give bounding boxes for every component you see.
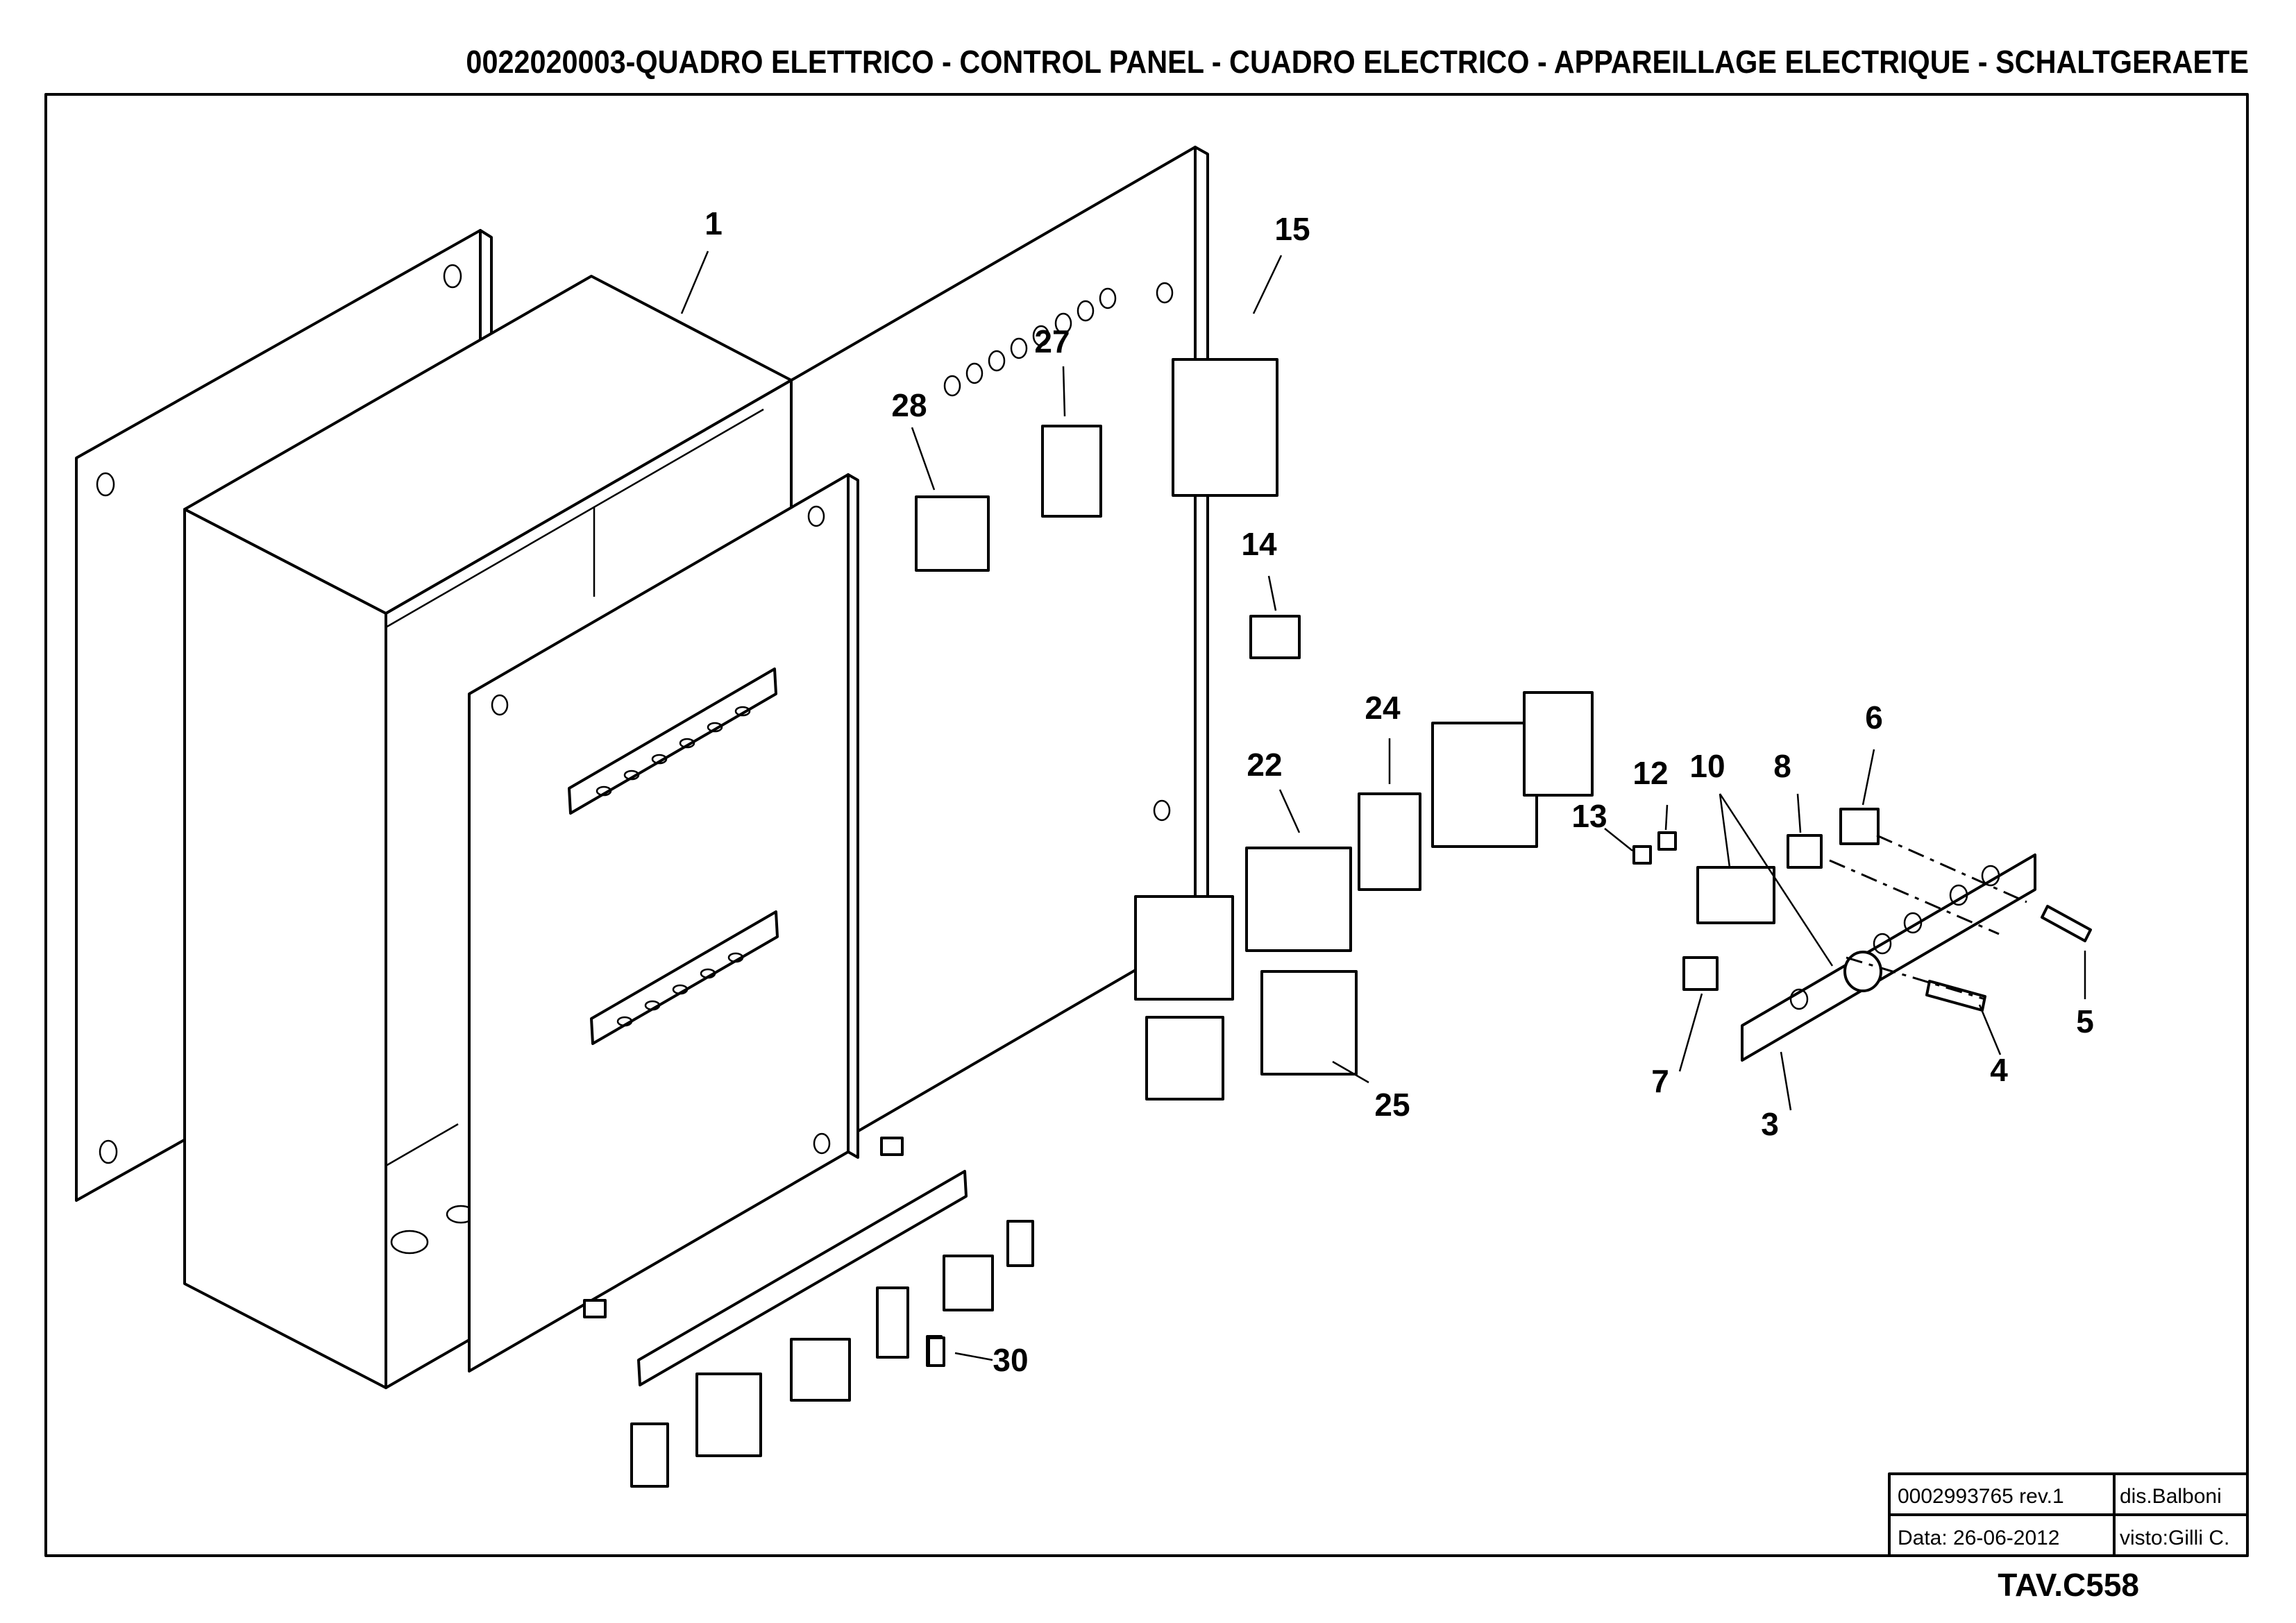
din-rail-bottom [637,1170,968,1386]
callout-5: 5 [2076,1003,2094,1039]
callout-28: 28 [891,387,927,423]
front-panel [468,473,859,1373]
overload-relay-25 [1260,970,1358,1076]
drawn-by: dis.Balboni [2120,1485,2222,1508]
assembly-axes [1829,834,2027,1001]
callout-3: 3 [1761,1106,1779,1142]
selector-switch-10 [1696,866,1775,924]
callout-22: 22 [1247,747,1282,783]
toggle-switch-8 [1787,834,1823,869]
pin-5 [2041,905,2092,942]
callout-7: 7 [1651,1063,1669,1099]
callout-13: 13 [1571,798,1607,834]
leader-lines [680,250,2086,1361]
callout-30: 30 [993,1342,1028,1378]
callout-24: 24 [1365,690,1401,726]
relay-28 [915,495,990,572]
callout-14: 14 [1241,526,1277,562]
checked-by: visto:Gilli C. [2120,1527,2229,1549]
toggle-switch-7 [1682,956,1719,991]
breaker-24 [1358,792,1421,891]
callout-1: 1 [704,205,723,241]
drawing-number: 0002993765 rev.1 [1898,1485,2064,1508]
contactor-group [1431,691,1594,848]
drawing-frame [44,93,2249,1557]
callout-6: 6 [1865,699,1883,736]
small-parts-12-13 [1632,831,1677,865]
circuit-breaker-27 [1041,425,1102,518]
callout-15: 15 [1274,211,1310,247]
fuse-30 [927,1336,945,1367]
callout-10: 10 [1689,748,1725,784]
overload-relay-left [1145,1016,1224,1101]
callout-4: 4 [1990,1052,2008,1088]
contactor-22 [1245,847,1352,952]
contactor-lower [1134,895,1234,1001]
terminal-board-15 [1172,358,1278,497]
drawing-title: 0022020003-QUADRO ELETTRICO - CONTROL PA… [466,44,2249,80]
clamp-14 [1249,615,1301,659]
lamp-knob [1843,951,1882,992]
mounting-plate [790,146,1209,1171]
sheet-id: TAV.C558 [1998,1567,2139,1603]
title-block: 0002993765 rev.1 dis.Balboni Data: 26-06… [1888,1472,2249,1557]
callout-8: 8 [1773,748,1791,784]
pin-4 [1925,980,1986,1012]
callout-25: 25 [1374,1087,1410,1123]
pushbutton-6 [1839,808,1880,845]
callout-27: 27 [1034,323,1070,359]
drawing-date: Data: 26-06-2012 [1898,1527,2060,1549]
switch-bracket-3 [1741,853,2036,1062]
callout-12: 12 [1632,755,1668,791]
